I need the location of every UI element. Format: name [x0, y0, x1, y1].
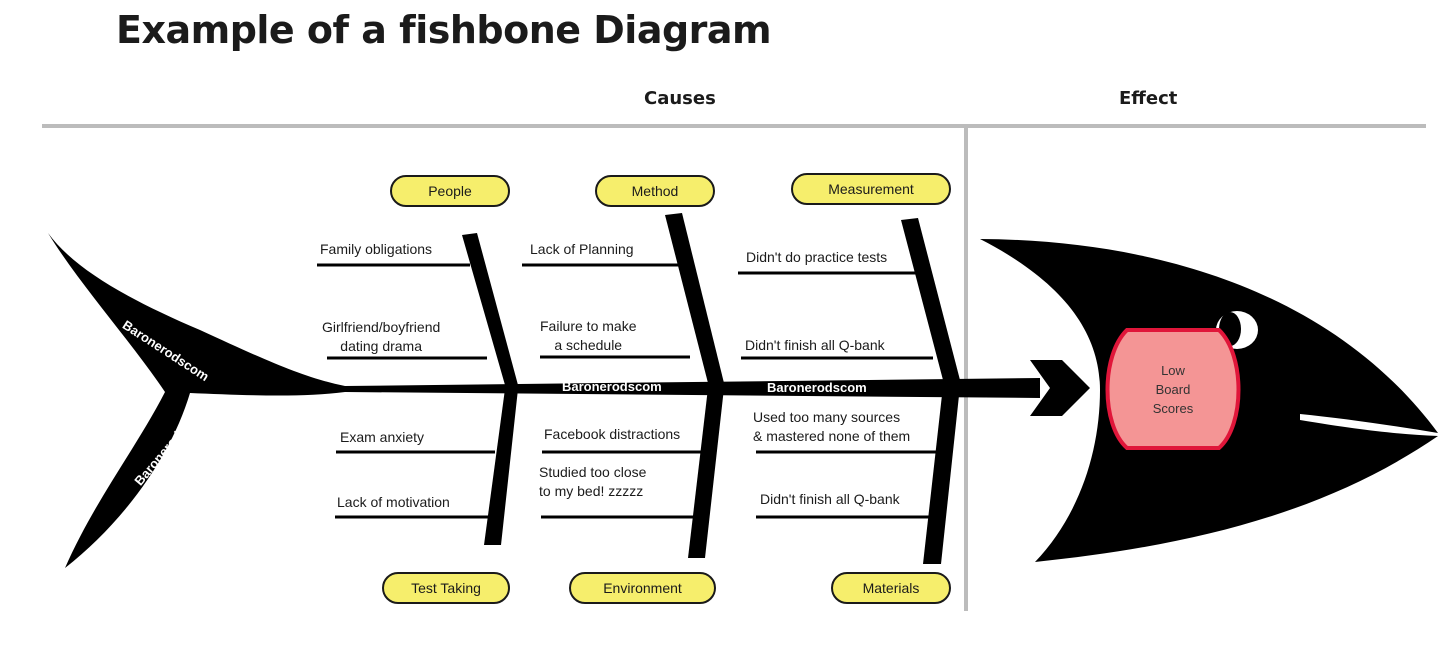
cause-effect-divider: [964, 128, 968, 611]
category-test-taking: Test Taking: [382, 572, 510, 604]
cause-qbank-unfinished: Didn't finish all Q-bank: [745, 337, 885, 353]
spine-arrow-head: [1030, 360, 1090, 416]
causes-header: Causes: [644, 88, 716, 109]
bone-test-taking-lower: [484, 389, 518, 545]
bone-method-upper: [665, 213, 724, 383]
cause-no-schedule: Failure to make a schedule: [540, 318, 637, 353]
cause-exam-anxiety: Exam anxiety: [340, 429, 425, 445]
cause-too-many-sources: Used too many sources & mastered none of…: [753, 409, 911, 444]
cause-family-obligations: Family obligations: [320, 241, 433, 257]
bone-people-upper: [462, 233, 518, 385]
cause-lack-of-planning: Lack of Planning: [530, 241, 634, 257]
bone-environment-lower: [688, 388, 724, 558]
effect-label: Low Board Scores: [1152, 362, 1194, 416]
page-title: Example of a fishbone Diagram: [116, 8, 772, 52]
bone-measurement-upper: [901, 218, 960, 380]
fish-tail: [48, 233, 345, 568]
cause-no-practice-tests: Didn't do practice tests: [746, 249, 888, 265]
spine-watermark-1: Baronerodscom: [562, 379, 662, 394]
bone-materials-lower: [923, 386, 960, 564]
cause-lines: [317, 263, 944, 519]
fish-spine: [345, 378, 1040, 398]
cause-lack-of-motivation: Lack of motivation: [337, 494, 450, 510]
cause-qbank-unfinished-materials: Didn't finish all Q-bank: [760, 491, 900, 507]
spine-watermark-2: Baronerodscom: [767, 380, 867, 395]
category-people: People: [390, 175, 510, 207]
category-method: Method: [595, 175, 715, 207]
cause-dating-drama: Girlfriend/boyfriend dating drama: [322, 319, 441, 354]
effect-header: Effect: [1119, 88, 1178, 109]
effect-box-shape: [1105, 328, 1241, 450]
header-divider: [42, 124, 1426, 128]
cause-facebook-distractions: Facebook distractions: [544, 426, 681, 442]
category-materials: Materials: [831, 572, 951, 604]
cause-studied-near-bed: Studied too close to my bed! zzzzz: [539, 464, 647, 499]
category-environment: Environment: [569, 572, 716, 604]
category-measurement: Measurement: [791, 173, 951, 205]
